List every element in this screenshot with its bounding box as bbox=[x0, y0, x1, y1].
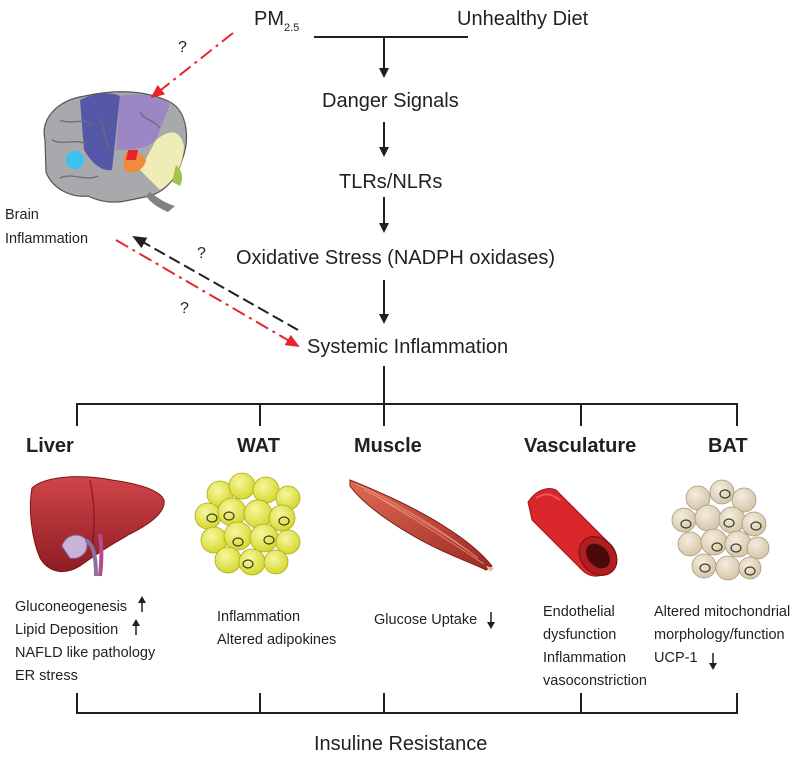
brain-illustration bbox=[43, 91, 188, 212]
systemic-to-brain-dashed-arrow bbox=[132, 236, 299, 331]
muscle-effect-glucose-uptake: Glucose Uptake bbox=[374, 612, 477, 628]
organ-title-vasculature: Vasculature bbox=[524, 435, 636, 457]
organ-title-muscle: Muscle bbox=[354, 435, 422, 457]
cell bbox=[214, 546, 242, 574]
vessel-effect-endothelial: Endothelial bbox=[543, 604, 615, 620]
pm25-label: PM2.5 bbox=[254, 8, 299, 34]
danger-signals-label: Danger Signals bbox=[322, 90, 459, 112]
question-mark-middle: ? bbox=[197, 245, 206, 262]
cell-nucleus bbox=[206, 513, 218, 523]
cell bbox=[715, 555, 741, 581]
cell-nucleus bbox=[711, 542, 723, 552]
cell-nucleus bbox=[680, 519, 692, 529]
brain-inflammation-label: Inflammation bbox=[5, 231, 88, 247]
cell-nucleus bbox=[750, 521, 762, 531]
down-arrow-icon bbox=[487, 612, 495, 629]
brain-label: Brain bbox=[5, 207, 39, 223]
liver-effect-nafld: NAFLD like pathology bbox=[15, 645, 156, 661]
unhealthy-diet-label: Unhealthy Diet bbox=[457, 8, 589, 30]
cell bbox=[691, 553, 717, 579]
cell-nucleus bbox=[232, 537, 244, 547]
vessel-effect-dysfunction: dysfunction bbox=[543, 627, 616, 643]
cell bbox=[700, 528, 728, 556]
liver-illustration bbox=[29, 476, 165, 577]
wat-effect-adipokines: Altered adipokines bbox=[217, 632, 336, 648]
cell bbox=[738, 556, 762, 580]
up-arrow-icon bbox=[132, 619, 140, 635]
cell-nucleus bbox=[223, 511, 235, 521]
organ-title-wat: WAT bbox=[237, 435, 280, 457]
tlrs-nlrs-label: TLRs/NLRs bbox=[339, 171, 442, 193]
muscle-illustration bbox=[349, 479, 494, 572]
down-arrow-icon bbox=[709, 653, 717, 670]
cell bbox=[268, 504, 296, 532]
wat-illustration bbox=[194, 472, 301, 576]
bat-effect-mitochondrial: Altered mitochondrial bbox=[654, 604, 790, 620]
liver-effect-lipid-deposition: Lipid Deposition bbox=[15, 622, 118, 638]
oxidative-stress-label: Oxidative Stress (NADPH oxidases) bbox=[236, 247, 555, 269]
cell bbox=[746, 536, 770, 560]
cell bbox=[275, 529, 301, 555]
vessel-illustration bbox=[527, 488, 618, 577]
cell bbox=[228, 472, 256, 500]
cell bbox=[243, 499, 273, 529]
bat-illustration bbox=[671, 479, 770, 581]
cell-nucleus bbox=[730, 543, 742, 553]
insulin-resistance-label: Insuline Resistance bbox=[314, 733, 487, 755]
brain-to-systemic-dashed-arrow bbox=[115, 239, 300, 348]
cell bbox=[741, 511, 767, 537]
cell bbox=[263, 549, 289, 575]
cell bbox=[217, 497, 247, 527]
vessel-effect-vasoconstriction: vasoconstriction bbox=[543, 673, 647, 689]
systemic-inflammation-label: Systemic Inflammation bbox=[307, 336, 508, 358]
vessel-effect-inflammation: Inflammation bbox=[543, 650, 626, 666]
wat-effect-inflammation: Inflammation bbox=[217, 609, 300, 625]
bat-effect-ucp1: UCP-1 bbox=[654, 650, 698, 666]
cell bbox=[694, 504, 722, 532]
cell-nucleus bbox=[723, 518, 735, 528]
cell bbox=[252, 476, 280, 504]
cell-nucleus bbox=[263, 535, 275, 545]
cell-nucleus bbox=[744, 566, 756, 576]
question-mark-top: ? bbox=[178, 39, 187, 56]
cell-nucleus bbox=[699, 563, 711, 573]
cell bbox=[709, 479, 735, 505]
pm-to-brain-dashed-arrow bbox=[150, 32, 234, 99]
cell bbox=[731, 487, 757, 513]
up-arrow-icon bbox=[138, 596, 146, 612]
liver-effect-er-stress: ER stress bbox=[15, 668, 78, 684]
organ-title-bat: BAT bbox=[708, 435, 748, 457]
cell-nucleus bbox=[719, 489, 731, 499]
cell-nucleus bbox=[278, 516, 290, 526]
cell bbox=[677, 531, 703, 557]
liver-effect-gluconeogenesis: Gluconeogenesis bbox=[15, 599, 127, 615]
question-mark-lower: ? bbox=[180, 300, 189, 317]
cell-nucleus bbox=[242, 559, 254, 569]
bat-effect-morphology: morphology/function bbox=[654, 627, 785, 643]
organ-title-liver: Liver bbox=[26, 435, 74, 457]
